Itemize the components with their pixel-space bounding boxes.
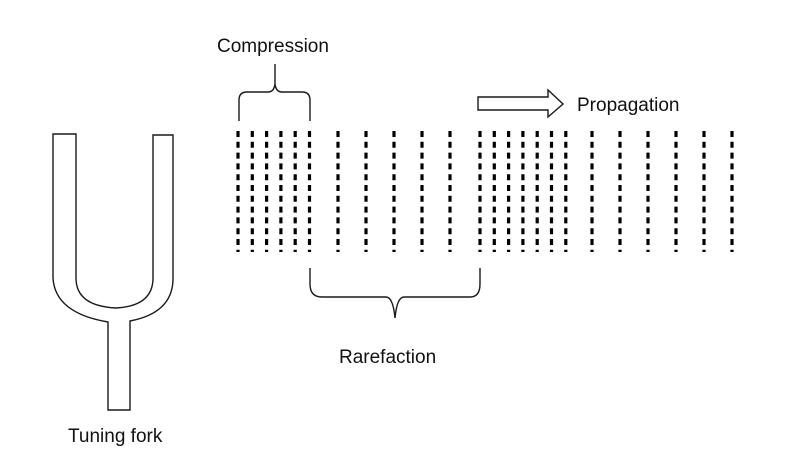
compression-brace (238, 64, 311, 121)
rarefaction-label: Rarefaction (339, 347, 436, 368)
compression-label: Compression (217, 36, 329, 57)
right-arrow-icon (477, 88, 565, 119)
propagation-label: Propagation (577, 95, 679, 116)
tuning-fork-icon (52, 133, 174, 411)
wave-lines (236, 131, 734, 252)
tuning-fork-label: Tuning fork (68, 426, 163, 447)
rarefaction-brace (309, 268, 481, 319)
